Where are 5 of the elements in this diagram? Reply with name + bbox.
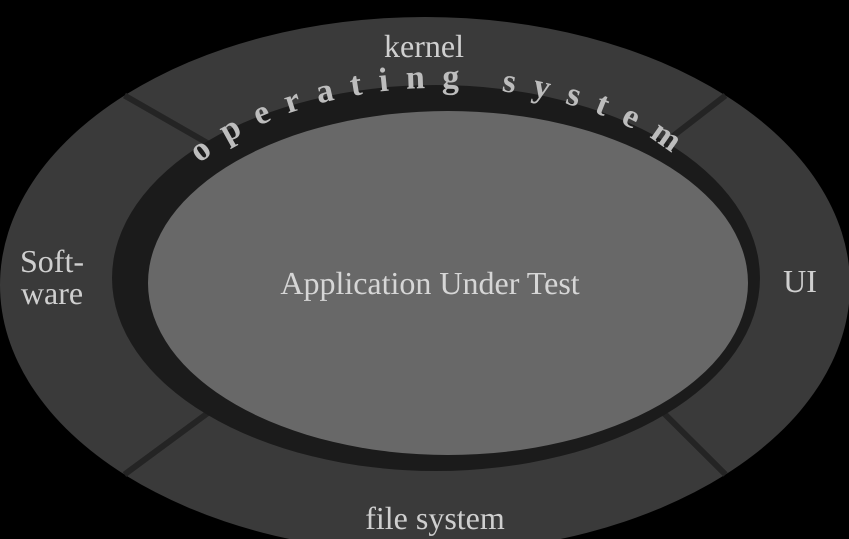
segment-label: UI bbox=[775, 265, 825, 297]
center-label: Application Under Test bbox=[280, 267, 580, 299]
segment-label: kernel bbox=[374, 30, 474, 62]
segment-label: file system bbox=[340, 502, 530, 534]
segment-label: Soft- ware bbox=[14, 245, 90, 309]
